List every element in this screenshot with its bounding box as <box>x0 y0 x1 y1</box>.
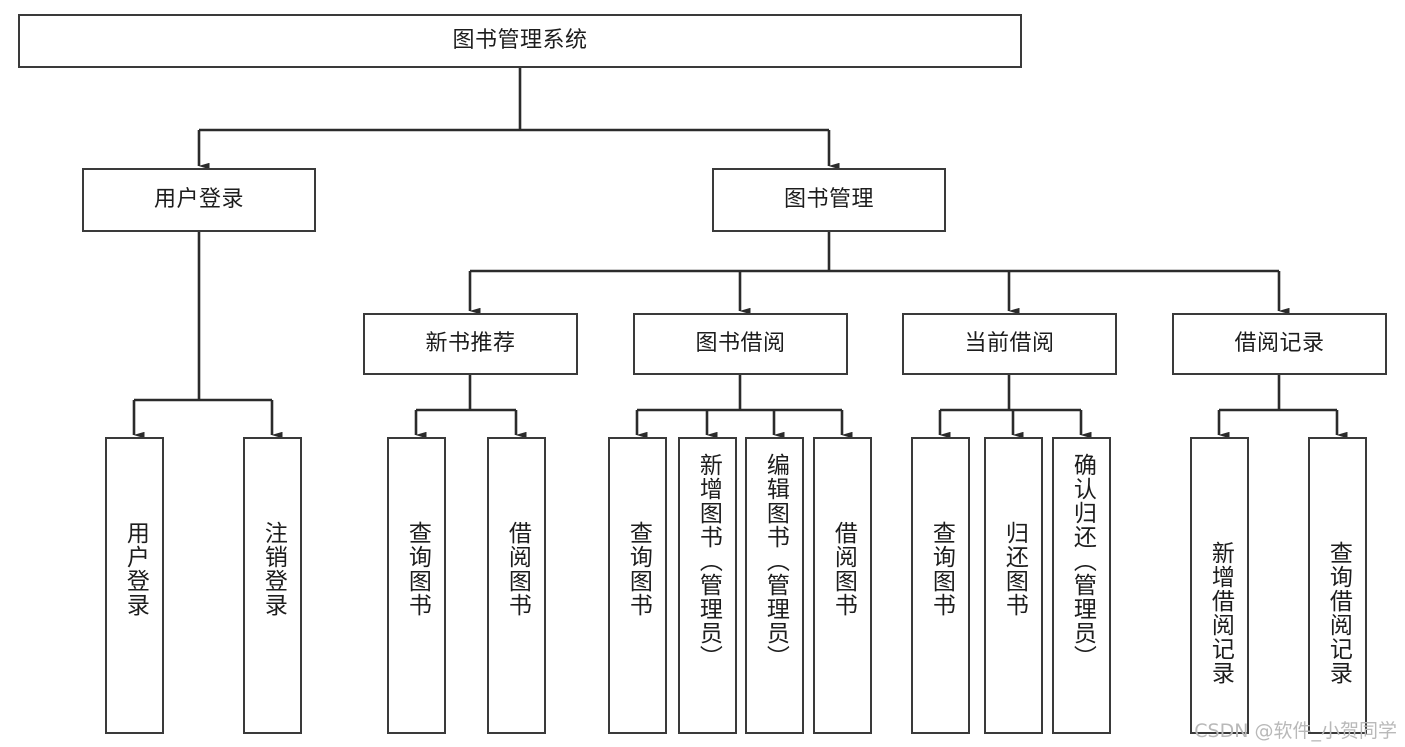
watermark-text: CSDN @软件_小贺同学 <box>1194 720 1397 742</box>
leaf-label-10: 确认归还（管理员） <box>1069 453 1096 669</box>
leaf-box-0[interactable]: 用户登录 <box>105 437 164 734</box>
leaf-box-5[interactable]: 新增图书（管理员） <box>678 437 737 734</box>
leaf-box-6[interactable]: 编辑图书（管理员） <box>745 437 804 734</box>
leaf-label-9: 归还图书 <box>1001 521 1028 617</box>
leaf-label-0: 用户登录 <box>122 521 149 617</box>
root-label-0: 图书管理系统 <box>452 28 588 54</box>
leaf-box-11[interactable]: 新增借阅记录 <box>1190 437 1249 734</box>
level2-box-0[interactable]: 用户登录 <box>82 168 316 232</box>
root-box-0[interactable]: 图书管理系统 <box>18 14 1022 68</box>
level2-label-1: 图书管理 <box>783 187 874 213</box>
leaf-label-1: 注销登录 <box>260 521 287 617</box>
leaf-box-8[interactable]: 查询图书 <box>911 437 970 734</box>
leaf-label-4: 查询图书 <box>625 521 652 617</box>
leaf-box-3[interactable]: 借阅图书 <box>487 437 546 734</box>
level3-label-3: 借阅记录 <box>1234 331 1325 357</box>
leaf-label-3: 借阅图书 <box>504 521 531 617</box>
leaf-label-11: 新增借阅记录 <box>1207 541 1234 685</box>
leaf-label-7: 借阅图书 <box>830 521 857 617</box>
level3-label-2: 当前借阅 <box>964 331 1055 357</box>
level2-label-0: 用户登录 <box>153 187 244 213</box>
leaf-box-9[interactable]: 归还图书 <box>984 437 1043 734</box>
level2-box-1[interactable]: 图书管理 <box>712 168 946 232</box>
level3-box-1[interactable]: 图书借阅 <box>633 313 848 375</box>
level3-box-3[interactable]: 借阅记录 <box>1172 313 1387 375</box>
level3-label-1: 图书借阅 <box>695 331 786 357</box>
leaf-label-2: 查询图书 <box>404 521 431 617</box>
leaf-box-12[interactable]: 查询借阅记录 <box>1308 437 1367 734</box>
level3-box-0[interactable]: 新书推荐 <box>363 313 578 375</box>
leaf-label-5: 新增图书（管理员） <box>695 453 722 669</box>
leaf-box-10[interactable]: 确认归还（管理员） <box>1052 437 1111 734</box>
leaf-label-12: 查询借阅记录 <box>1325 541 1352 685</box>
leaf-box-1[interactable]: 注销登录 <box>243 437 302 734</box>
level3-box-2[interactable]: 当前借阅 <box>902 313 1117 375</box>
leaf-box-4[interactable]: 查询图书 <box>608 437 667 734</box>
level3-label-0: 新书推荐 <box>425 331 516 357</box>
leaf-label-8: 查询图书 <box>928 521 955 617</box>
leaf-box-7[interactable]: 借阅图书 <box>813 437 872 734</box>
leaf-box-2[interactable]: 查询图书 <box>387 437 446 734</box>
leaf-label-6: 编辑图书（管理员） <box>762 453 789 669</box>
